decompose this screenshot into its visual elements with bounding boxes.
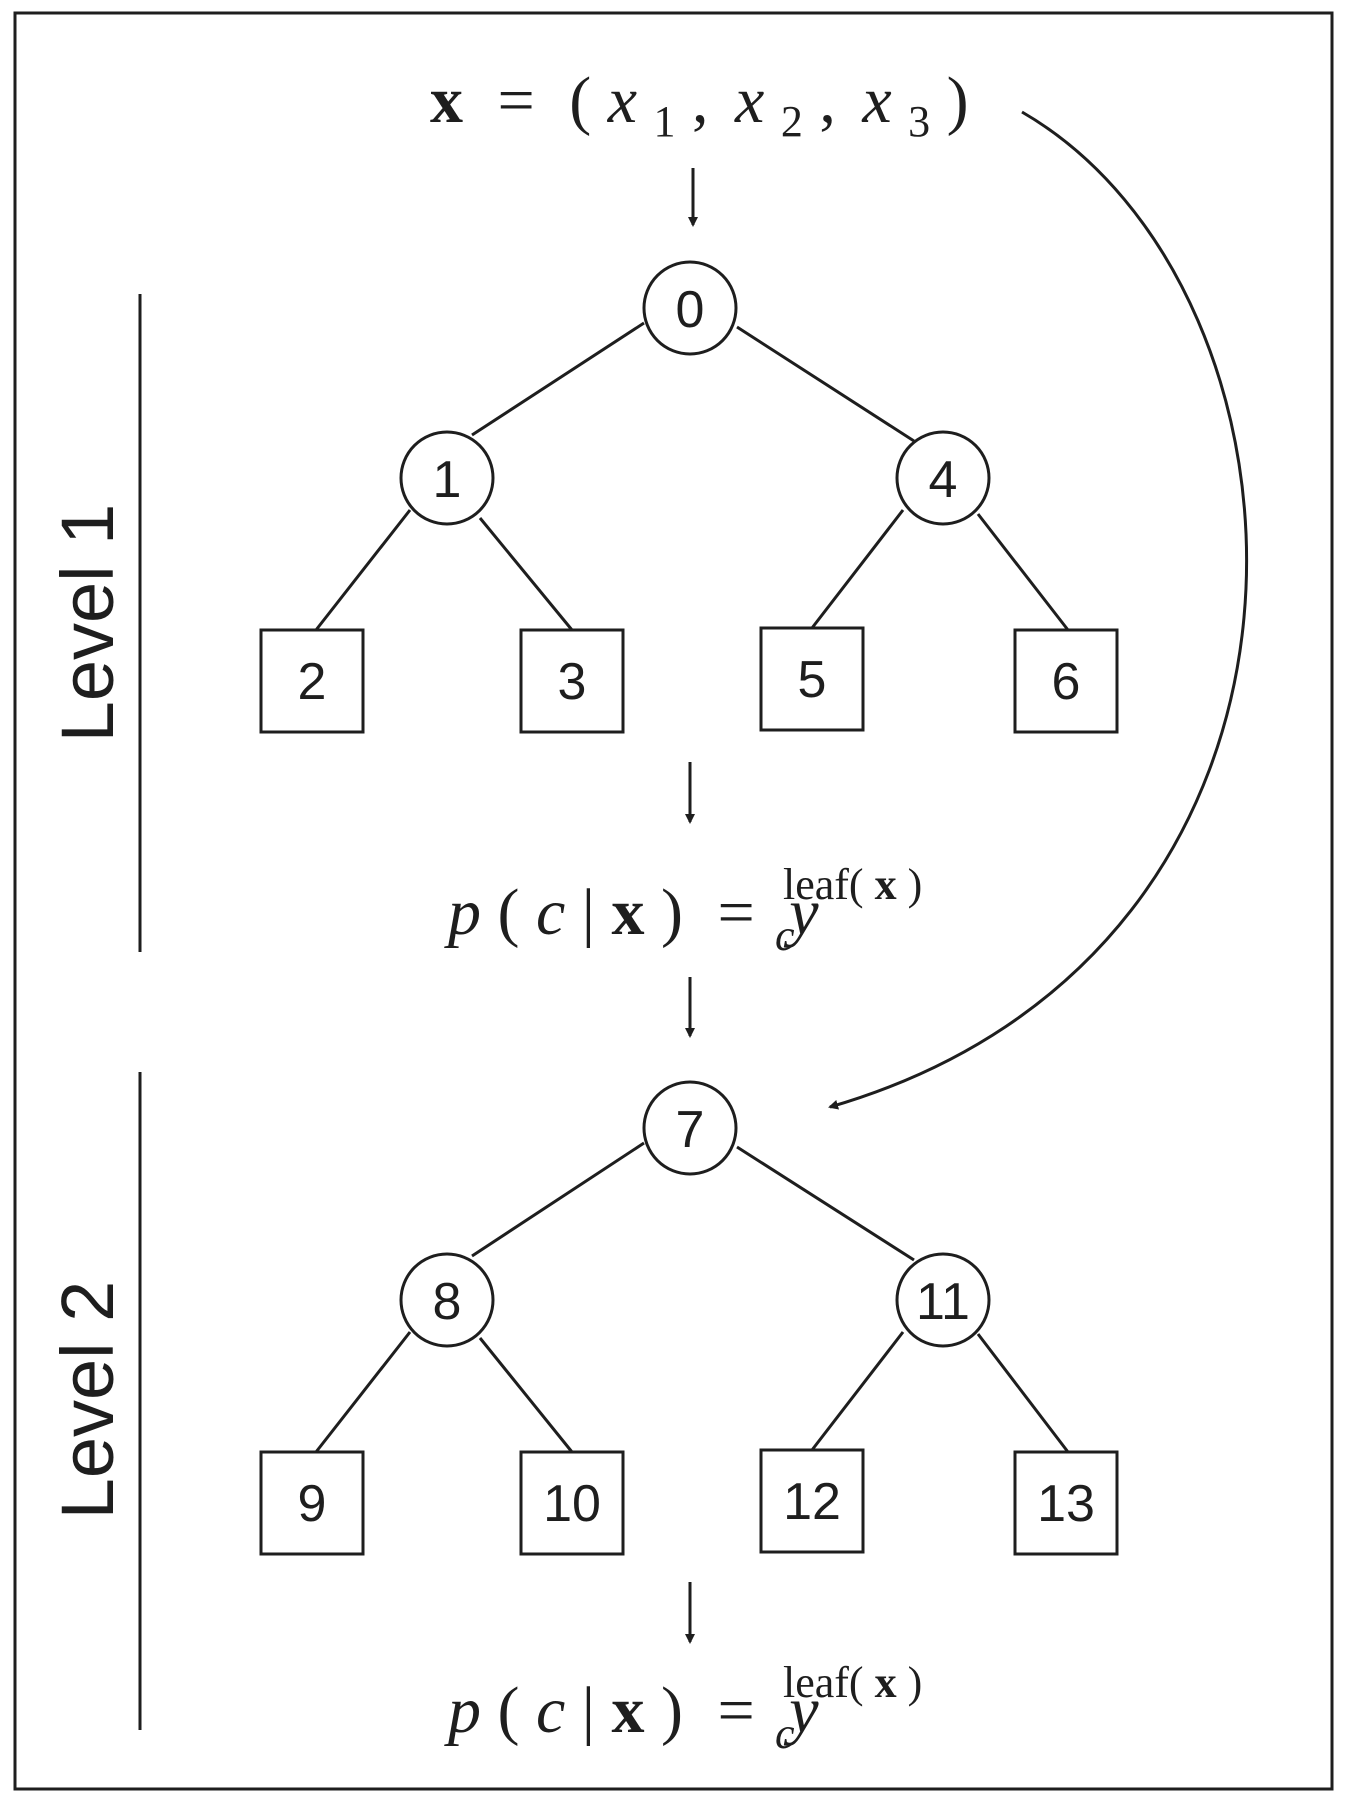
leaf-3: 3 — [519, 628, 625, 734]
out2-x: x — [612, 1674, 645, 1747]
edge-1-2 — [314, 509, 412, 631]
input-x3: x — [861, 64, 891, 137]
leaf-9: 9 — [259, 1450, 365, 1556]
out2-bar: | — [582, 1674, 595, 1747]
out1-c: c — [536, 876, 565, 949]
node-4: 4 — [895, 430, 991, 526]
level1-edges — [314, 321, 1070, 631]
leaf-13: 13 — [1013, 1450, 1119, 1556]
out1-p: p — [444, 876, 481, 949]
node-8: 8 — [399, 1252, 495, 1348]
edge-11-13 — [976, 1333, 1070, 1453]
svg-text:p ( c |: p ( c | x ) = y — [444, 1674, 819, 1747]
input-comma-1: , — [692, 64, 709, 137]
input-comma-2: , — [819, 64, 836, 137]
leaf-13-label: 13 — [1037, 1475, 1095, 1533]
svg-text:leaf( x ): leaf( x ) — [783, 1658, 922, 1707]
leaf-10: 10 — [519, 1450, 625, 1556]
out2-equals: = — [717, 1674, 754, 1747]
level2-label: Level 2 — [46, 1281, 129, 1520]
leaf-3-label: 3 — [558, 653, 587, 711]
out2-sup-close: ) — [908, 1658, 923, 1707]
leaf-12-label: 12 — [783, 1473, 841, 1531]
node-1-label: 1 — [433, 451, 462, 509]
edge-7-11 — [736, 1145, 915, 1262]
input-equals: = — [498, 64, 535, 137]
leaf-6: 6 — [1013, 628, 1119, 734]
edge-1-3 — [478, 517, 574, 631]
out2-sup-leaf: leaf( — [783, 1658, 864, 1707]
edge-4-6 — [976, 513, 1070, 631]
node-11-label: 11 — [916, 1273, 970, 1331]
input-sub-3: 3 — [908, 97, 930, 146]
out2-sup-x: x — [875, 1658, 897, 1707]
node-7-label: 7 — [676, 1101, 705, 1159]
edge-0-4 — [736, 325, 915, 443]
out2-y: y — [783, 1674, 819, 1747]
leaf-2-label: 2 — [298, 653, 327, 711]
leaf-12: 12 — [759, 1448, 865, 1554]
input-sub-2: 2 — [781, 97, 803, 146]
out1-equals: = — [717, 876, 754, 949]
input-x-bold: x — [430, 64, 463, 137]
output-formula-2: p ( c | x ) = y leaf( x ) c — [444, 1658, 922, 1758]
leaf-5: 5 — [759, 626, 865, 732]
out1-sup-leaf: leaf( — [783, 860, 864, 909]
node-4-label: 4 — [929, 451, 958, 509]
out1-sup-x: x — [875, 860, 897, 909]
out1-sub-c: c — [775, 911, 795, 960]
level2-edges — [314, 1141, 1070, 1453]
diagram-border — [13, 11, 1334, 1791]
edge-4-5 — [810, 509, 905, 629]
out1-sup-close: ) — [908, 860, 923, 909]
out1-close: ) — [661, 876, 683, 949]
out1-open: ( — [498, 876, 520, 949]
edge-8-9 — [314, 1331, 412, 1453]
out1-y: y — [783, 876, 819, 949]
node-11: 11 — [895, 1252, 991, 1348]
leaf-5-label: 5 — [798, 651, 827, 709]
input-formula: x = ( x 1 , x 2 , x 3 ) — [430, 64, 969, 151]
input-open-paren: ( — [569, 64, 591, 137]
node-7: 7 — [642, 1080, 738, 1176]
out2-sub-c: c — [775, 1709, 795, 1758]
node-0: 0 — [642, 260, 738, 356]
edge-11-12 — [810, 1331, 905, 1451]
svg-text:x = ( x: x = ( x 1 , x 2 , x 3 ) — [430, 64, 969, 151]
edge-8-10 — [478, 1337, 574, 1453]
input-x2: x — [734, 64, 764, 137]
input-x1: x — [607, 64, 637, 137]
node-0-label: 0 — [676, 281, 705, 339]
level1-label: Level 1 — [46, 504, 129, 743]
out1-x: x — [612, 876, 645, 949]
edge-7-8 — [471, 1141, 645, 1258]
skip-arrow-curve — [828, 110, 1249, 1110]
out1-bar: | — [582, 876, 595, 949]
leaf-2: 2 — [259, 628, 365, 734]
out2-c: c — [536, 1674, 565, 1747]
input-close-paren: ) — [947, 64, 969, 137]
svg-text:p ( c |: p ( c | x ) = y — [444, 876, 819, 949]
edge-0-1 — [471, 321, 645, 437]
leaf-10-label: 10 — [543, 1475, 601, 1533]
out2-p: p — [444, 1674, 481, 1747]
node-1: 1 — [399, 430, 495, 526]
svg-text:leaf( x ): leaf( x ) — [783, 860, 922, 909]
input-sub-1: 1 — [654, 97, 676, 146]
leaf-9-label: 9 — [298, 1475, 327, 1533]
out2-open: ( — [498, 1674, 520, 1747]
leaf-6-label: 6 — [1052, 653, 1081, 711]
out2-close: ) — [661, 1674, 683, 1747]
node-8-label: 8 — [433, 1273, 462, 1331]
output-formula-1: p ( c | x ) = y leaf( x ) c — [444, 860, 922, 960]
